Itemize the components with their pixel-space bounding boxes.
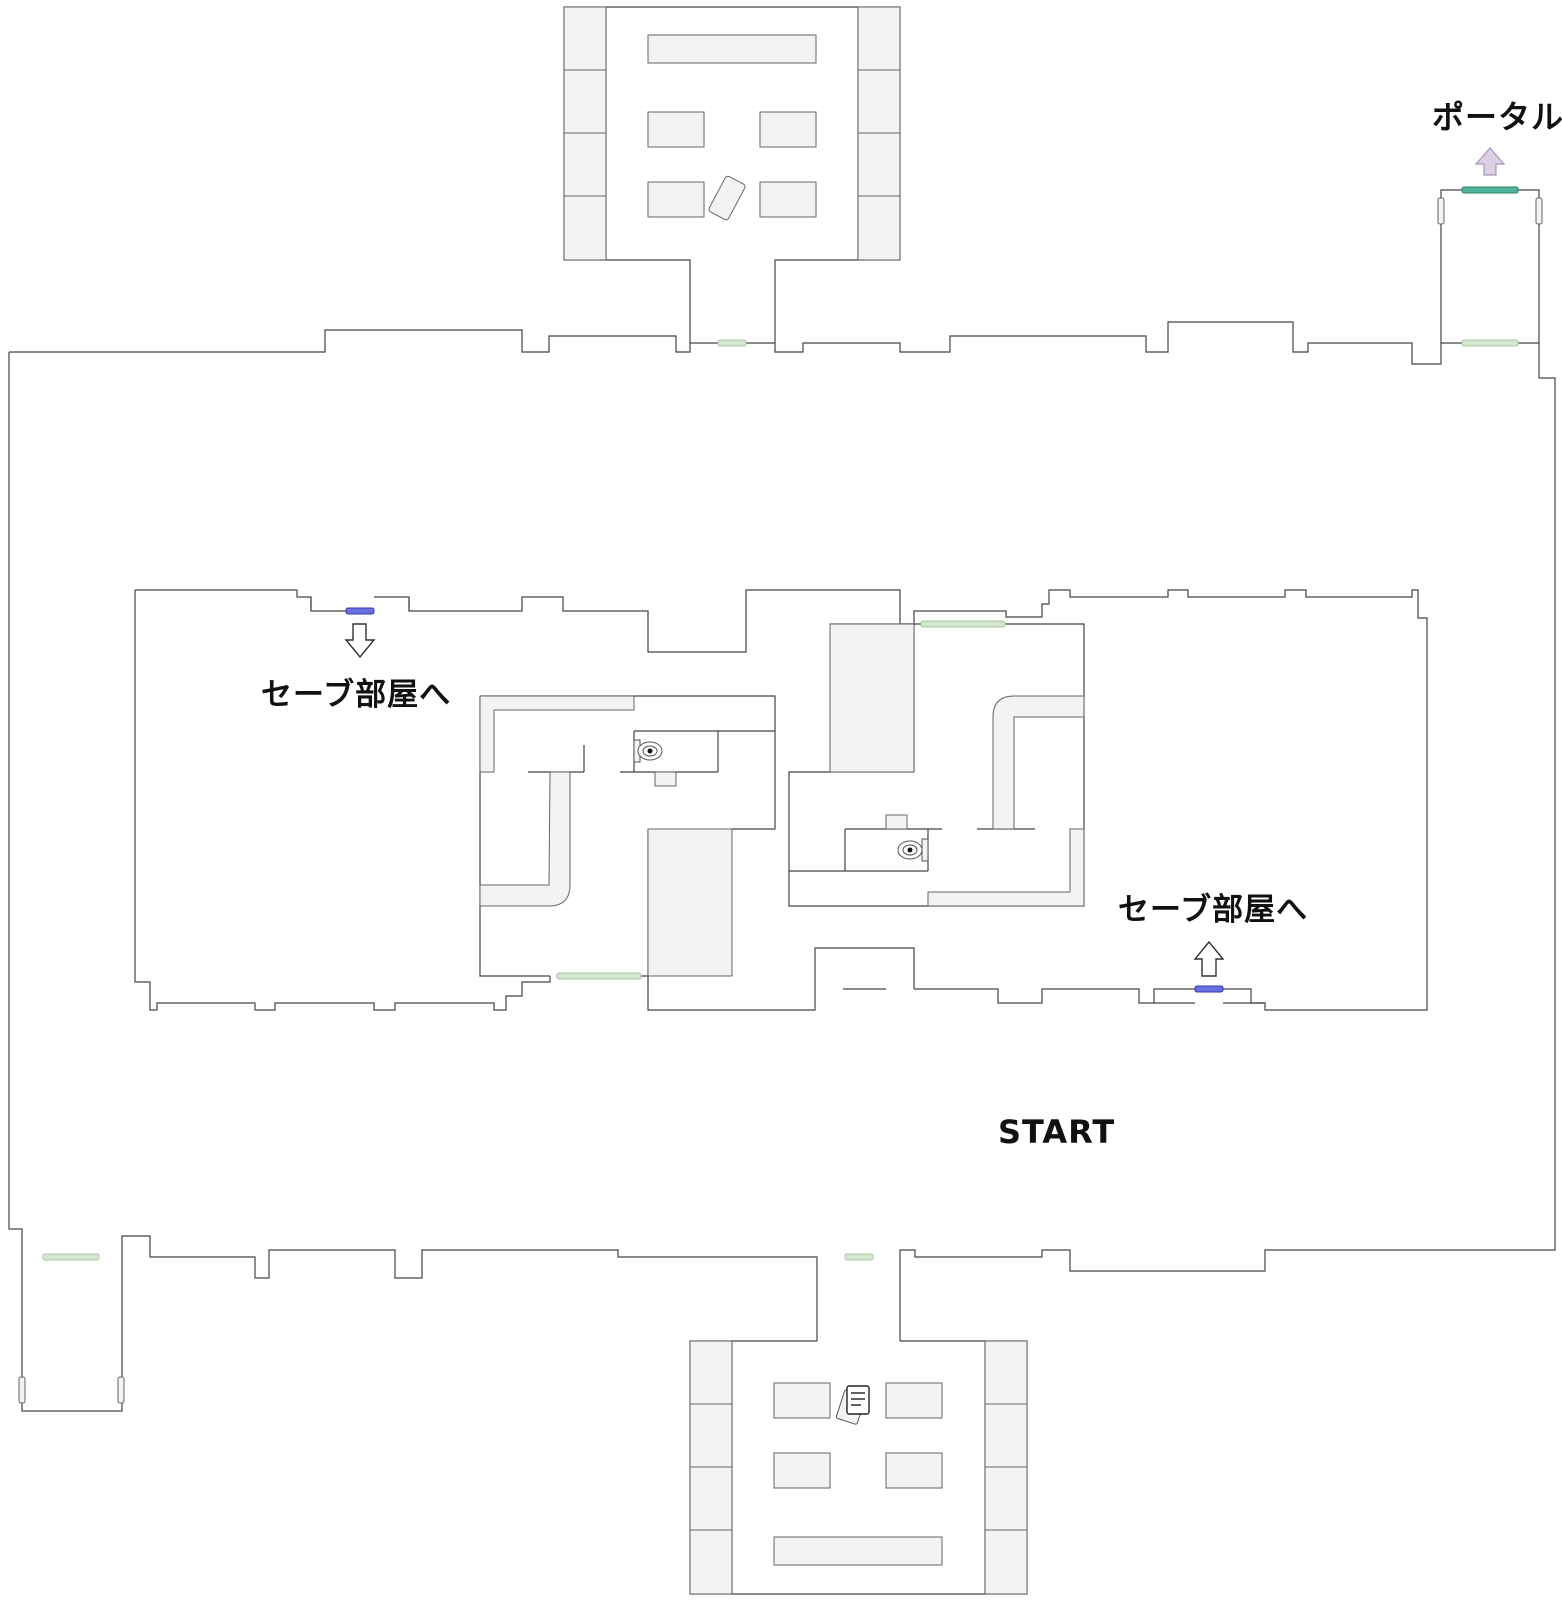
portal-door[interactable] (1461, 186, 1519, 194)
main-hall-outline-bottom (8, 352, 818, 1412)
toilet-icon (633, 739, 663, 763)
toilet-icon (897, 838, 929, 862)
bottom-room-furniture (689, 1340, 1028, 1595)
inner-left-outline (135, 589, 901, 653)
portal-room-door[interactable] (1461, 339, 1519, 347)
bottom-left-door[interactable] (42, 1253, 100, 1261)
inner-right-door[interactable] (920, 620, 1006, 628)
save-room-label-left: セーブ部屋へ (261, 677, 452, 713)
arrow-up-icon (1193, 940, 1225, 977)
top-room-door[interactable] (717, 339, 747, 347)
arrow-down-icon (344, 623, 376, 659)
portal-arrow-icon (1474, 147, 1506, 176)
main-hall-outline (9, 321, 1556, 1341)
inner-left-door[interactable] (556, 972, 642, 980)
top-room-furniture (563, 6, 901, 261)
save-room-door-right[interactable] (1194, 985, 1224, 993)
portal-label: ポータル (1432, 98, 1562, 136)
save-room-label-right: セーブ部屋へ (1118, 892, 1309, 928)
document-icon (835, 1385, 870, 1425)
save-room-door-left[interactable] (345, 607, 375, 615)
top-room-outline (563, 6, 901, 343)
start-label: START (998, 1113, 1116, 1151)
bottom-room-door[interactable] (844, 1253, 874, 1261)
portal-room-outline (1440, 189, 1540, 343)
